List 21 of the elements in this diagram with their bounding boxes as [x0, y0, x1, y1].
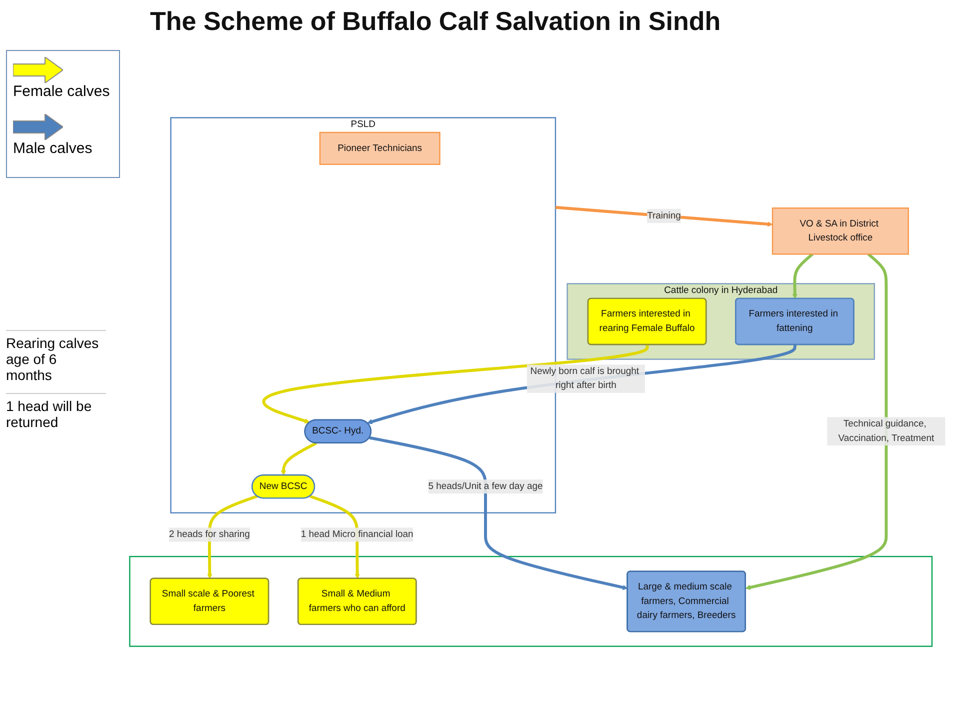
arrow	[309, 494, 360, 579]
node-box: VO & SA in District Livestock office	[772, 207, 909, 255]
legend-label: Male calves	[13, 140, 92, 157]
arrow	[792, 253, 814, 299]
arrow	[262, 344, 649, 424]
arrow	[369, 436, 628, 590]
legend-label: Female calves	[13, 83, 110, 100]
cluster	[129, 556, 933, 647]
edge-label: 2 heads for sharing	[169, 529, 250, 540]
arrow	[280, 442, 318, 476]
edge-label: Technical guidance, Vaccination, Treatment	[838, 418, 934, 444]
title: The Scheme of Buffalo Calf Salvation in Sindh	[150, 6, 721, 37]
note-text: 1 head will be returned	[6, 393, 106, 430]
arrow	[745, 253, 888, 590]
edge-label: Training	[647, 210, 681, 221]
note-text: Rearing calves age of 6 months	[6, 330, 106, 383]
node-box: Pioneer Technicians	[319, 132, 440, 165]
edge-label: 5 heads/Unit a few day age	[428, 481, 543, 492]
arrow	[207, 494, 258, 579]
arrow	[555, 206, 773, 227]
edge-label: 1 head Micro financial loan	[300, 529, 414, 540]
